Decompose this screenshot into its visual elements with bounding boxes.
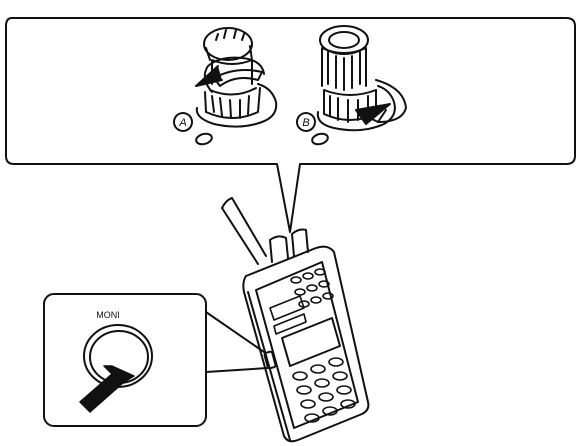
upper-keypad-icon	[269, 268, 334, 335]
radio-body-icon	[242, 245, 370, 443]
knob-a-label-circle	[173, 112, 193, 132]
antenna-icon	[221, 197, 267, 265]
radio-top-knobs-icon	[269, 228, 309, 263]
knob-b-label: B	[302, 117, 309, 129]
knob-b-icon[interactable]	[316, 25, 407, 132]
press-arrow-icon	[79, 365, 135, 413]
display-window	[281, 317, 341, 367]
knob-b-label-circle	[296, 112, 316, 132]
moni-callout-lines	[205, 311, 269, 373]
knob-callout-panel	[5, 17, 576, 233]
lower-keypad-icon	[292, 357, 356, 423]
moni-label: MONI	[96, 310, 120, 320]
knob-b-indicator-led	[311, 132, 329, 146]
knob-a-indicator-led	[195, 132, 213, 146]
radio-side-ridge	[247, 291, 291, 441]
moni-side-button[interactable]	[263, 350, 277, 370]
moni-inset-box	[43, 293, 207, 427]
knob-a-icon[interactable]	[195, 27, 278, 128]
knob-a-label: A	[178, 117, 186, 129]
